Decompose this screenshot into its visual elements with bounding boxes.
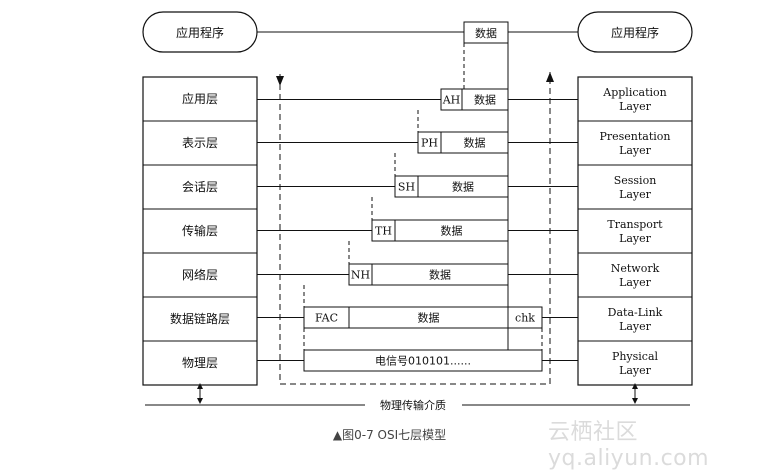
top-data-box: 数据 <box>463 21 509 44</box>
left-layer-label: 应用层 <box>182 91 218 106</box>
app-program-right: 应用程序 <box>577 11 693 53</box>
right-layer-label-line2: Layer <box>619 232 652 245</box>
left-stack-frame <box>142 76 258 386</box>
app-program-left-label: 应用程序 <box>176 25 224 40</box>
right-layer-stack: ApplicationLayerPresentationLayerSession… <box>577 76 693 386</box>
right-layer-label-line1: Data-Link <box>608 306 663 319</box>
left-layer-label: 网络层 <box>182 267 218 282</box>
app-program-right-label: 应用程序 <box>611 25 659 40</box>
watermark: 云栖社区 yq.aliyun.com <box>548 420 710 471</box>
left-layer-label: 会话层 <box>182 180 218 194</box>
right-layer-label-line1: Application <box>602 86 666 99</box>
left-medium-arrow-up <box>197 383 203 389</box>
app-program-left: 应用程序 <box>142 11 258 53</box>
right-layer-label-line1: Session <box>614 174 657 187</box>
medium-label: 物理传输介质 <box>380 398 446 412</box>
data-cell <box>394 219 509 242</box>
data-cell <box>461 88 509 111</box>
figure-caption: ▲图0-7 OSI七层模型 <box>332 428 447 442</box>
right-layer-label-line2: Layer <box>619 320 652 333</box>
trailer-cell <box>507 306 543 329</box>
header-label: SH <box>398 181 415 194</box>
left-layer-label: 表示层 <box>182 136 218 150</box>
header-label: TH <box>375 225 392 238</box>
right-layer-label-line1: Transport <box>607 218 663 231</box>
right-layer-label-line2: Layer <box>619 144 652 157</box>
header-label: PH <box>421 137 438 150</box>
right-layer-label-line2: Layer <box>619 276 652 289</box>
right-layer-label-line1: Network <box>611 262 660 275</box>
data-cell <box>371 263 509 286</box>
flow-arrow-up <box>546 72 554 82</box>
right-medium-arrow-up <box>632 383 638 389</box>
header-label: AH <box>442 94 461 107</box>
left-layer-label: 物理层 <box>182 356 218 370</box>
right-layer-label-line1: Presentation <box>599 130 670 143</box>
right-medium-arrow-down <box>632 398 638 404</box>
left-layer-label: 传输层 <box>182 223 218 238</box>
physical-signal-box <box>303 349 543 372</box>
right-stack-frame <box>577 76 693 386</box>
data-cell-label: 数据 <box>452 180 474 194</box>
data-cell <box>417 175 509 198</box>
data-cell-label: 数据 <box>429 268 451 282</box>
data-cell-label: 数据 <box>418 311 440 325</box>
left-medium-arrow-down <box>197 398 203 404</box>
right-layer-label-line2: Layer <box>619 364 652 377</box>
data-cell-label: 数据 <box>474 93 496 107</box>
left-layer-label: 数据链路层 <box>170 311 230 326</box>
physical-signal-label: 电信号010101...... <box>375 355 471 368</box>
header-label: FAC <box>315 312 338 325</box>
right-layer-label-line1: Physical <box>612 350 659 363</box>
data-flow-path <box>279 72 551 385</box>
right-layer-label-line2: Layer <box>619 100 652 113</box>
trailer-label: chk <box>515 312 535 325</box>
data-cell-label: 数据 <box>441 224 463 238</box>
header-label: NH <box>351 269 370 282</box>
encapsulation-packets: AH 数据 PH 数据 SH 数据 TH 数据 NH 数据 FAC 数据 chk 电信号010101...… <box>303 88 543 372</box>
right-layer-label-line2: Layer <box>619 188 652 201</box>
data-cell-label: 数据 <box>464 136 486 150</box>
encapsulation-dashed-lines <box>303 43 543 350</box>
flow-arrow-down <box>276 76 284 86</box>
top-data-label: 数据 <box>475 26 497 40</box>
data-cell <box>440 131 509 154</box>
